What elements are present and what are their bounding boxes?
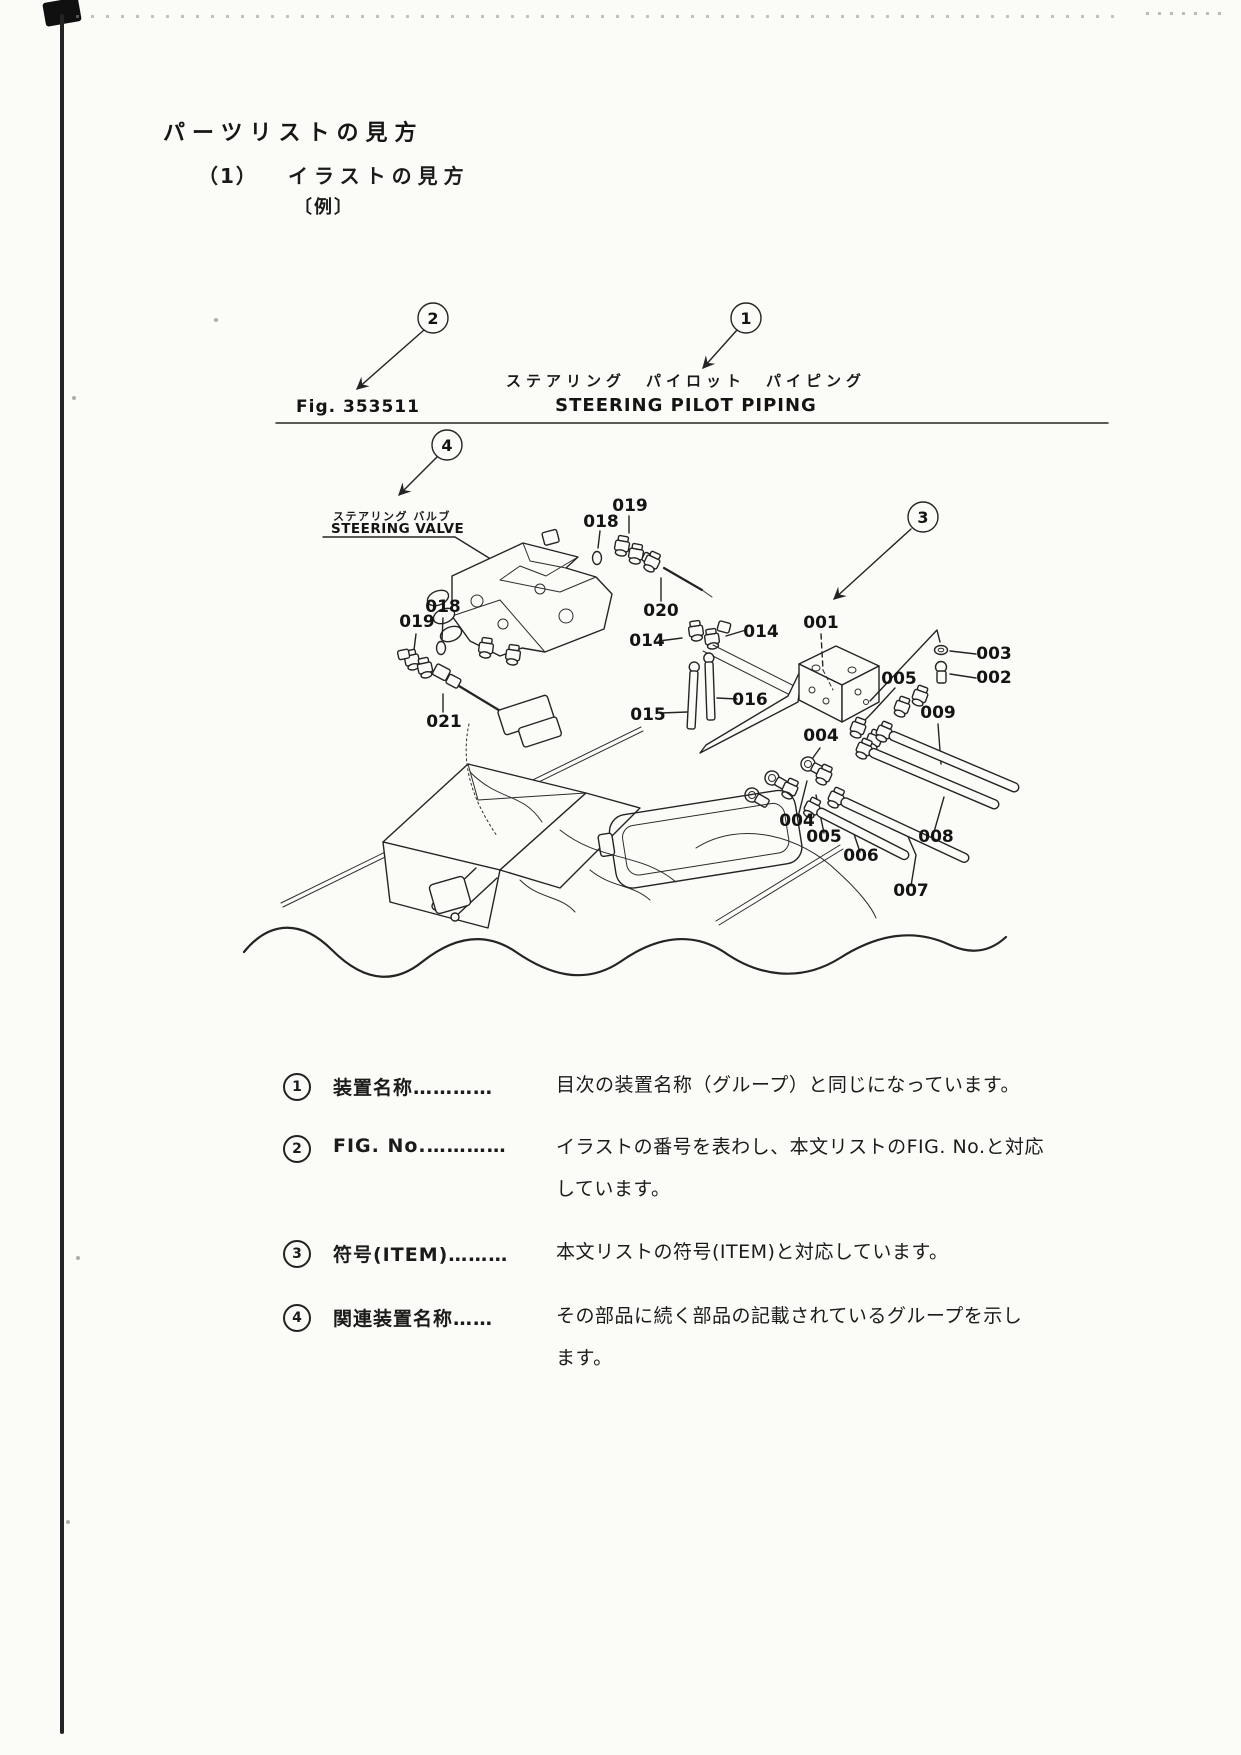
fitting-group-left	[396, 617, 510, 718]
part-label-005-upper: 005	[881, 669, 917, 689]
legend-desc-3: 本文リストの符号(ITEM)と対応しています。	[556, 1231, 948, 1273]
part-label-020: 020	[643, 601, 679, 621]
figure-header: Fig. 353511 ステアリング パイロット パイピング STEERING …	[275, 372, 1109, 424]
section-number: （1）	[198, 164, 258, 188]
figure-number: Fig. 353511	[296, 397, 420, 417]
callout-4-number: 4	[441, 436, 452, 455]
scan-top-dotted-edge-right	[1146, 12, 1230, 15]
part-label-021: 021	[426, 712, 462, 732]
part-label-016: 016	[732, 690, 768, 710]
part-number-labels: 019 018 021 019 018 020 014 014 001 015 …	[399, 496, 1012, 901]
part-label-014-left: 014	[629, 631, 665, 651]
part-label-006: 006	[843, 846, 879, 866]
fitting-group-002-003	[869, 629, 977, 702]
legend-circle-2: 2	[283, 1135, 311, 1163]
legend-label-4: 関連装置名称……	[333, 1308, 494, 1330]
callout-4: 4	[398, 429, 463, 496]
part-label-001: 001	[803, 613, 839, 633]
section-title: イラストの見方	[288, 164, 470, 188]
part-label-018-top: 018	[583, 512, 619, 532]
legend-circle-4: 4	[283, 1304, 311, 1332]
legend-desc-2-line1: イラストの番号を表わし、本文リストのFIG. No.と対応	[556, 1136, 1044, 1158]
scan-speck	[72, 396, 76, 400]
part-label-009: 009	[920, 703, 956, 723]
part-label-014-right: 014	[743, 622, 779, 642]
legend-desc-4: その部品に続く部品の記載されているグループを示し ます。	[556, 1295, 1022, 1379]
steering-valve-label-en: STEERING VALVE	[331, 521, 464, 537]
callout-1-number: 1	[740, 309, 751, 328]
page-title: パーツリストの見方	[163, 121, 424, 146]
legend-label-2: FIG. No.…………	[333, 1135, 507, 1157]
callout-2: 2	[356, 302, 449, 390]
part-label-007: 007	[893, 881, 929, 901]
legend-desc-4-line2: ます。	[556, 1347, 613, 1369]
legend-desc-4-line1: その部品に続く部品の記載されているグループを示し	[556, 1305, 1023, 1327]
legend-desc-2: イラストの番号を表わし、本文リストのFIG. No.と対応 しています。	[556, 1126, 1044, 1210]
callout-3-number: 3	[917, 508, 928, 527]
part-label-004-lower: 004	[779, 811, 815, 831]
part-label-003: 003	[976, 644, 1012, 664]
part-label-005-lower: 005	[806, 827, 842, 847]
scan-speck	[66, 1520, 70, 1524]
figure-title-english: STEERING PILOT PIPING	[555, 395, 817, 416]
scan-top-dotted-edge	[76, 15, 1126, 18]
page-left-border-line	[60, 14, 64, 1734]
callout-2-number: 2	[427, 309, 438, 328]
part-label-015: 015	[630, 705, 666, 725]
scan-speck	[76, 1256, 80, 1260]
legend-circle-1: 1	[283, 1073, 311, 1101]
figure-title-japanese: ステアリング パイロット パイピング	[506, 372, 866, 390]
callout-3: 3	[833, 501, 939, 600]
fitting-group-top	[591, 515, 713, 602]
part-label-019-left: 019	[399, 612, 435, 632]
legend-desc-3-line1: 本文リストの符号(ITEM)と対応しています。	[556, 1241, 949, 1263]
part-label-019-top: 019	[612, 496, 648, 516]
legend-label-3: 符号(ITEM)………	[333, 1244, 509, 1266]
legend-desc-1: 目次の装置名称（グループ）と同じになっています。	[556, 1064, 1020, 1106]
example-note: 〔例〕	[294, 197, 354, 218]
scan-speck	[214, 318, 218, 322]
steering-valve-label-jp: ステアリング バルブ	[333, 509, 451, 523]
part-label-018-left: 018	[425, 597, 461, 617]
steering-valve-drawing	[426, 528, 613, 667]
legend-desc-2-line2: しています。	[556, 1178, 671, 1200]
machine-body-drawing	[382, 694, 877, 929]
callout-1: 1	[702, 302, 762, 369]
part-label-008: 008	[918, 827, 954, 847]
fitting-group-lower-right	[715, 683, 1022, 926]
part-label-004-upper: 004	[803, 726, 839, 746]
steering-valve-label: ステアリング バルブ STEERING VALVE	[322, 509, 503, 567]
legend-label-1: 装置名称…………	[333, 1077, 494, 1099]
break-wave-line	[242, 926, 1008, 978]
part-label-002: 002	[976, 668, 1012, 688]
manifold-drawing	[699, 633, 880, 754]
legend-desc-1-line1: 目次の装置名称（グループ）と同じになっています。	[556, 1074, 1021, 1096]
legend-circle-3: 3	[283, 1240, 311, 1268]
